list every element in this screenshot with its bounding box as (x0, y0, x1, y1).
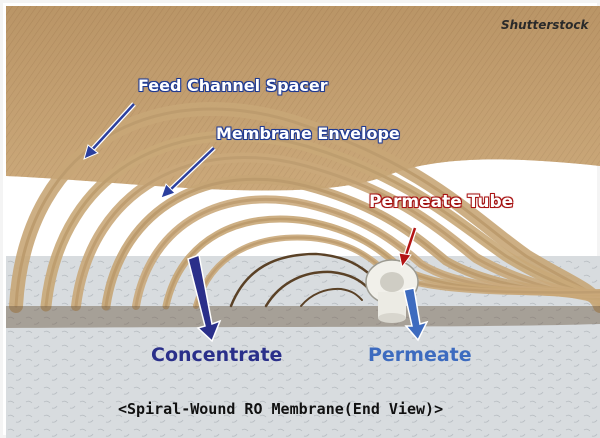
spiral-layers (9, 101, 600, 313)
envelope-arrow-icon (160, 146, 216, 199)
feed-channel-spacer-label: Feed Channel Spacer (138, 76, 328, 95)
membrane-envelope-label: Membrane Envelope (216, 124, 400, 143)
membrane-photo (6, 6, 600, 438)
permeate-label: Permeate (368, 344, 472, 366)
photo-scene: Shutterstock Feed Channel Spacer Membran… (6, 6, 600, 438)
permeate-arrow-icon (403, 287, 429, 342)
feed-arrow-icon (83, 102, 136, 160)
tube-arrow-icon (398, 227, 418, 269)
watermark-text: Shutterstock (501, 18, 589, 32)
concentrate-label: Concentrate (151, 344, 283, 366)
permeate-tube-label: Permeate Tube (369, 192, 514, 212)
concentrate-arrow-icon (187, 253, 222, 343)
figure-caption: <Spiral-Wound RO Membrane(End View)> (118, 400, 444, 418)
